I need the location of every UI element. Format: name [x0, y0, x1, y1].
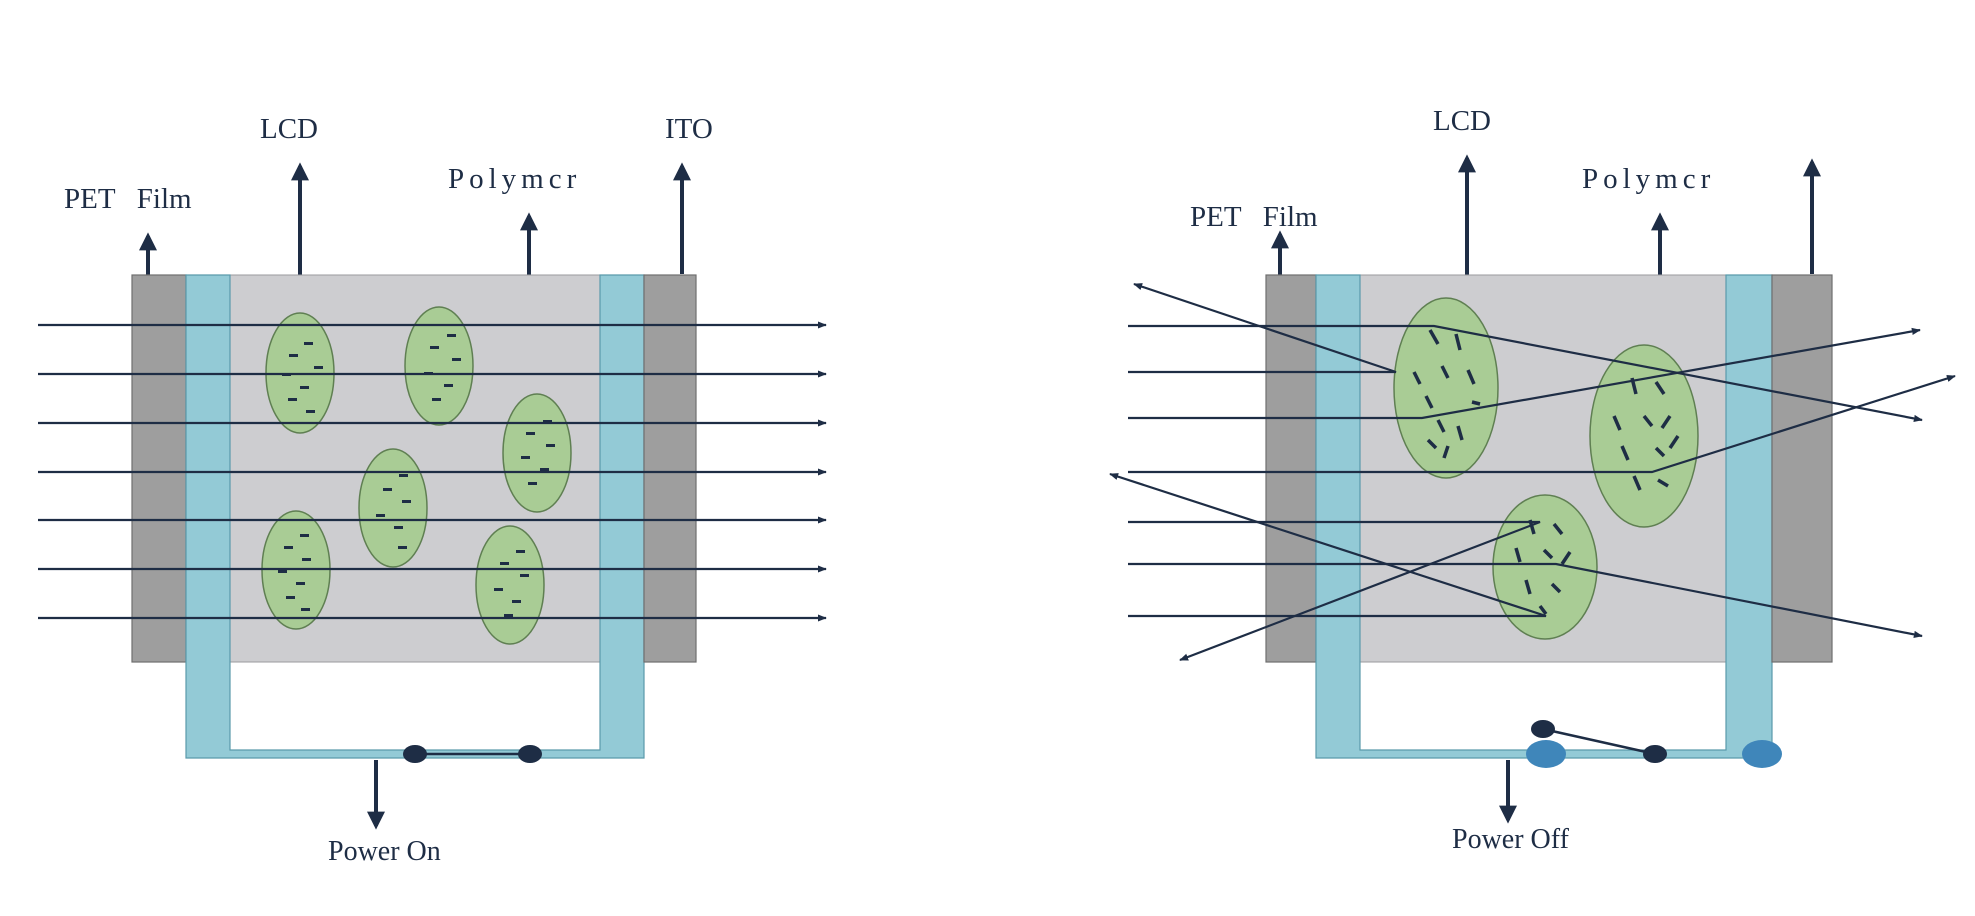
pet-film-label: PET Film [64, 183, 192, 215]
pet-film-left [1265, 274, 1317, 663]
lc-droplet [1589, 344, 1699, 528]
scattered-ray [1109, 472, 1547, 618]
ito-electrode-circuit [185, 274, 645, 759]
scattered-light-rays [1109, 282, 1956, 662]
polymer-label: Polymcr [1582, 163, 1715, 195]
ito-electrode-circuit [1315, 274, 1773, 759]
lc-droplet [1492, 494, 1598, 640]
switch-contact-node [518, 745, 542, 763]
electrode-terminal-node [1742, 740, 1782, 768]
aligned-lc-molecules [278, 334, 555, 617]
power-on-label: Power On [328, 836, 441, 867]
switch-contact-node [1643, 745, 1667, 763]
electrode-terminal-node [1526, 740, 1566, 768]
lc-droplet [475, 525, 545, 645]
lc-droplet [358, 448, 428, 568]
switch-contact-node [403, 745, 427, 763]
switch-contact-node [1531, 720, 1555, 738]
scattered-ray [1128, 562, 1923, 638]
pet-film-label: PET Film [1190, 201, 1318, 233]
power-on-panel: PET Film LCD Polymcr ITO [38, 113, 827, 867]
lcd-label: LCD [1433, 105, 1491, 137]
scattered-ray [1128, 324, 1923, 423]
pet-film-right [1771, 274, 1833, 663]
ito-label: ITO [665, 113, 713, 145]
lc-droplet [1393, 297, 1499, 479]
power-off-label: Power Off [1452, 824, 1570, 855]
polymer-label: Polymcr [448, 163, 581, 195]
scattered-ray [1128, 327, 1921, 420]
transmitted-light-rays [38, 321, 827, 622]
power-off-panel: PET Film LCD Polymcr [1109, 105, 1956, 855]
open-switch [1526, 720, 1782, 768]
lc-droplets [261, 306, 572, 645]
lc-droplet [502, 393, 572, 513]
lcd-label: LCD [260, 113, 318, 145]
random-lc-molecules [1412, 329, 1680, 616]
pet-film-right [643, 274, 697, 663]
scattered-ray [1128, 282, 1397, 374]
closed-switch [403, 745, 542, 763]
scattered-ray [1128, 520, 1541, 662]
pet-film-left [131, 274, 187, 663]
scattered-ray [1128, 374, 1956, 474]
